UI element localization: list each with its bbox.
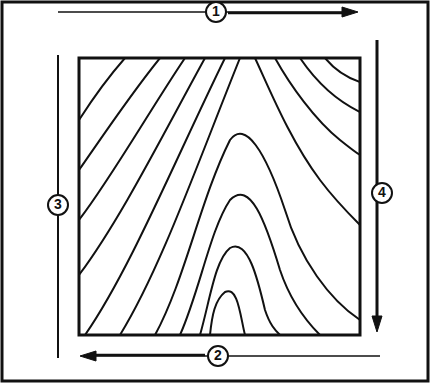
board-square — [79, 58, 360, 335]
callout-number: 4 — [371, 182, 393, 204]
callout-number: 2 — [207, 345, 229, 367]
dimension-arrows — [58, 7, 382, 361]
callout-number: 3 — [47, 194, 69, 216]
callout-number: 1 — [205, 1, 227, 23]
grain-lines — [79, 58, 360, 335]
